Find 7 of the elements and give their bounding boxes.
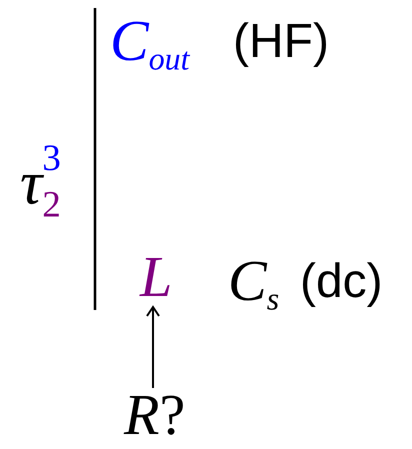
inductance-symbol: L (140, 248, 172, 306)
capacitance-label: C$_{out}$ (110, 12, 190, 76)
capacitance-label: C$_{s}$ (228, 252, 280, 316)
dc-label: (dc) (300, 258, 383, 306)
arrow (146, 306, 160, 388)
resistance-symbol: R? (124, 386, 186, 444)
frequency-label: (HF) (233, 18, 329, 66)
